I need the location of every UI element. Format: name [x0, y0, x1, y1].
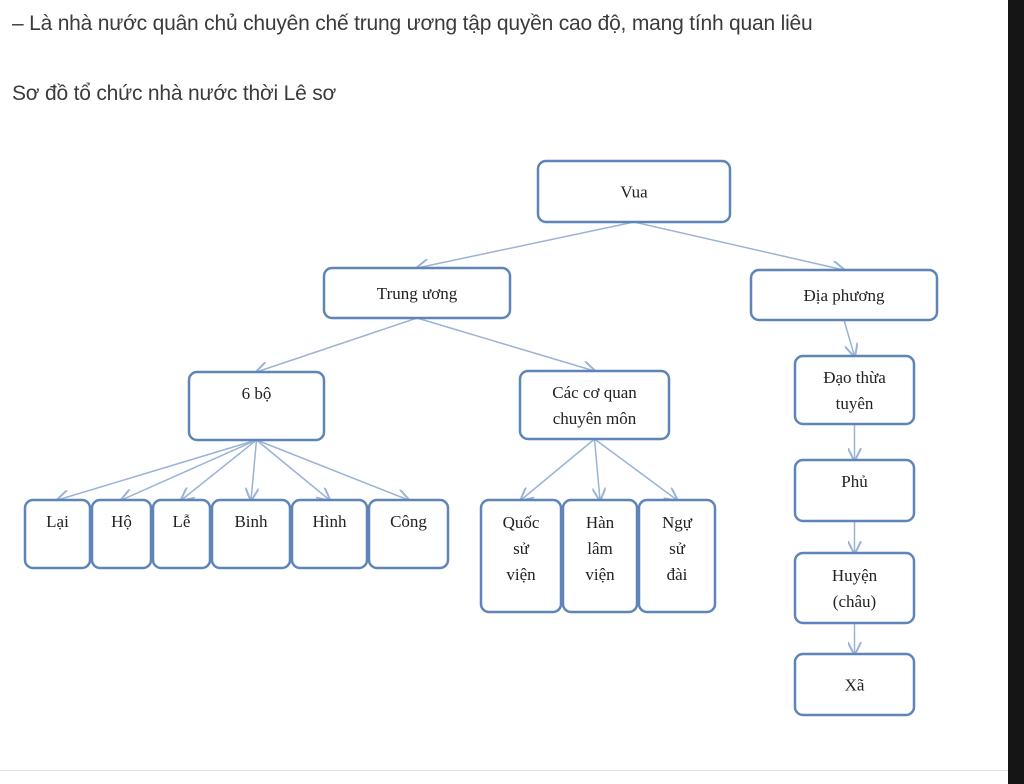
- node-huyen-label-line-1: Huyện: [832, 566, 878, 585]
- node-vua-label-line-1: Vua: [620, 183, 648, 202]
- node-quoc-su-vien-label-line-1: Quốc: [503, 513, 540, 532]
- node-huyen-box: [793, 551, 916, 625]
- node-han-lam-vien-label-line-1: Hàn: [586, 513, 615, 532]
- bottom-divider: [0, 770, 1008, 771]
- node-xa-label-line-1: Xã: [845, 676, 865, 695]
- node-lai-label-line-1: Lại: [46, 512, 69, 531]
- node-sau-bo-box: [187, 370, 326, 442]
- node-hinh-label-line-1: Hình: [313, 512, 348, 531]
- node-sau-bo: 6 bộ: [187, 370, 326, 442]
- node-dao-thua-tuyen-label-line-2: tuyên: [836, 394, 874, 413]
- node-trung-uong-label-line-1: Trung ương: [377, 284, 458, 303]
- edge-co-quan-to-quoc-su-vien: [521, 438, 595, 500]
- node-cong-box: [367, 498, 450, 570]
- node-dao-thua-tuyen-label-line-1: Đạo thừa: [823, 368, 886, 387]
- node-dao-thua-tuyen-box: [793, 354, 916, 426]
- node-xa: Xã: [793, 652, 916, 717]
- node-han-lam-vien-label-line-3: viện: [585, 565, 615, 584]
- edge-sau-bo-to-hinh: [256, 439, 330, 500]
- node-le-box: [151, 498, 212, 570]
- node-vua: Vua: [536, 159, 732, 224]
- node-ngu-su-dai-label-line-3: đài: [667, 565, 688, 584]
- node-co-quan-label-line-2: chuyên môn: [553, 409, 637, 428]
- node-binh-label-line-1: Binh: [234, 512, 268, 531]
- connector-lines: [58, 221, 855, 654]
- node-hinh-box: [290, 498, 369, 570]
- edge-co-quan-to-han-lam-vien: [595, 438, 601, 500]
- node-huyen: Huyện (châu): [793, 551, 916, 625]
- node-quoc-su-vien-label-line-2: sử: [513, 539, 530, 558]
- diagram-caption: Sơ đồ tổ chức nhà nước thời Lê sơ: [12, 82, 337, 105]
- node-ngu-su-dai-label-line-1: Ngự: [662, 513, 693, 532]
- intro-bullet-text: – Là nhà nước quân chủ chuyên chế trung …: [12, 12, 813, 35]
- node-huyen-label-line-2: (châu): [833, 592, 876, 611]
- node-sau-bo-label-line-1: 6 bộ: [242, 384, 272, 403]
- node-hinh: Hình: [290, 498, 369, 570]
- edge-sau-bo-to-ho: [122, 439, 257, 500]
- edge-vua-to-dia-phuong: [633, 221, 844, 270]
- edge-vua-to-trung-uong: [417, 221, 635, 268]
- edge-co-quan-to-ngu-su-dai: [594, 438, 678, 500]
- window-edge-strip: [1008, 0, 1024, 784]
- node-cong: Công: [367, 498, 450, 570]
- node-vua-box: [536, 159, 732, 224]
- edge-trung-uong-to-sau-bo: [257, 317, 418, 372]
- node-ho: Hộ: [90, 498, 153, 570]
- node-binh-box: [210, 498, 292, 570]
- node-quoc-su-vien-box: [479, 498, 563, 614]
- node-phu-box: [793, 458, 916, 523]
- node-ho-box: [90, 498, 153, 570]
- edge-trung-uong-to-co-quan: [416, 317, 595, 371]
- edge-sau-bo-to-le: [182, 439, 257, 500]
- node-quoc-su-vien-label-line-3: viện: [506, 565, 536, 584]
- node-dia-phuong: Địa phương: [749, 268, 939, 322]
- node-ho-label-line-1: Hộ: [111, 512, 132, 531]
- node-cong-label-line-1: Công: [390, 512, 427, 531]
- edge-sau-bo-to-binh: [251, 439, 257, 500]
- node-le-label-line-1: Lễ: [173, 512, 191, 531]
- node-trung-uong: Trung ương: [322, 266, 512, 320]
- node-ngu-su-dai-box: [637, 498, 717, 614]
- node-han-lam-vien-box: [561, 498, 639, 614]
- node-quoc-su-vien: Quốc sử viện: [479, 498, 563, 614]
- node-han-lam-vien: Hàn lâm viện: [561, 498, 639, 614]
- node-lai: Lại: [23, 498, 92, 570]
- node-ngu-su-dai: Ngự sử đài: [637, 498, 717, 614]
- node-le: Lễ: [151, 498, 212, 570]
- node-lai-box: [23, 498, 92, 570]
- node-co-quan: Các cơ quan chuyên môn: [518, 369, 671, 441]
- node-co-quan-box: [518, 369, 671, 441]
- node-ngu-su-dai-label-line-2: sử: [669, 539, 686, 558]
- node-binh: Binh: [210, 498, 292, 570]
- node-phu-label-line-1: Phủ: [841, 472, 868, 491]
- node-dia-phuong-label-line-1: Địa phương: [804, 286, 885, 305]
- node-dia-phuong-box: [749, 268, 939, 322]
- edge-dia-phuong-to-dao-thua-tuyen: [843, 319, 855, 356]
- edge-sau-bo-to-lai: [58, 439, 257, 500]
- node-trung-uong-box: [322, 266, 512, 320]
- edge-sau-bo-to-cong: [256, 439, 409, 500]
- node-phu: Phủ: [793, 458, 916, 523]
- node-xa-box: [793, 652, 916, 717]
- node-dao-thua-tuyen: Đạo thừa tuyên: [793, 354, 916, 426]
- node-han-lam-vien-label-line-2: lâm: [587, 539, 613, 558]
- node-co-quan-label-line-1: Các cơ quan: [552, 383, 637, 402]
